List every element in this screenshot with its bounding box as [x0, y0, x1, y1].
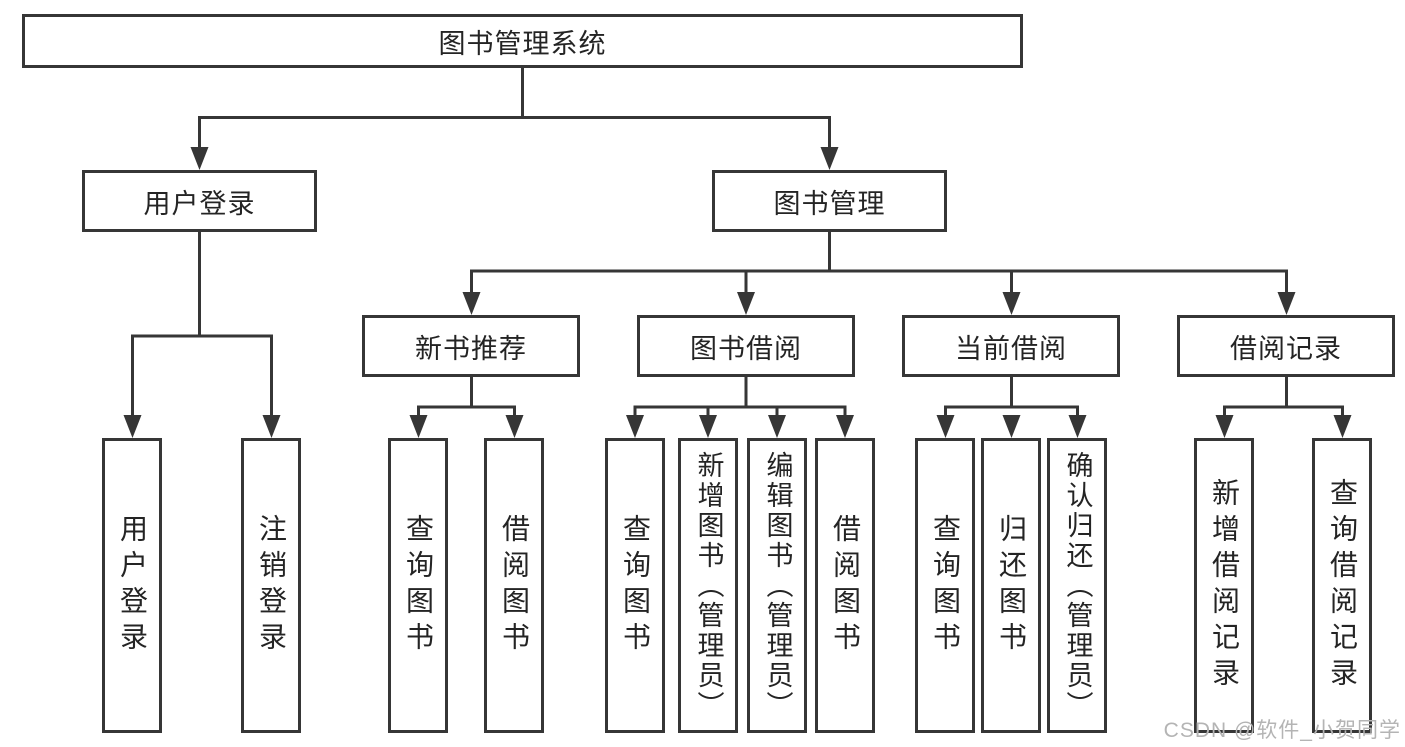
leaf-label: 注销登录	[256, 513, 287, 658]
leaf-label: 编辑图书（管理员）	[762, 450, 793, 721]
node-current-borrowing: 当前借阅	[902, 315, 1120, 377]
leaf-query-borrow-record: 查询借阅记录	[1312, 438, 1372, 733]
leaf-query-books-2: 查询图书	[605, 438, 665, 733]
leaf-label: 确认归还（管理员）	[1062, 450, 1093, 721]
leaf-borrow-books-2: 借阅图书	[815, 438, 875, 733]
leaf-logout: 注销登录	[241, 438, 301, 733]
leaf-label: 借阅图书	[830, 513, 861, 658]
leaf-user-login: 用户登录	[102, 438, 162, 733]
leaf-label: 查询图书	[403, 513, 434, 658]
node-new-book-recommendation: 新书推荐	[362, 315, 580, 377]
leaf-edit-books-admin: 编辑图书（管理员）	[747, 438, 807, 733]
csdn-watermark: CSDN @软件_小贺同学	[1163, 719, 1401, 742]
leaf-label: 新增图书（管理员）	[693, 450, 724, 721]
leaf-label: 查询图书	[930, 513, 961, 658]
node-user-login-group: 用户登录	[82, 170, 317, 232]
node-borrowing-records: 借阅记录	[1177, 315, 1395, 377]
leaf-confirm-return-admin: 确认归还（管理员）	[1047, 438, 1107, 733]
leaf-return-books: 归还图书	[981, 438, 1041, 733]
leaf-label: 新增借阅记录	[1209, 477, 1240, 694]
node-book-borrowing: 图书借阅	[637, 315, 855, 377]
node-root-library-system: 图书管理系统	[22, 14, 1023, 68]
leaf-add-books-admin: 新增图书（管理员）	[678, 438, 738, 733]
leaf-label: 查询借阅记录	[1327, 477, 1358, 694]
leaf-label: 用户登录	[117, 513, 148, 658]
leaf-query-books-3: 查询图书	[915, 438, 975, 733]
leaf-label: 借阅图书	[499, 513, 530, 658]
leaf-label: 归还图书	[996, 513, 1027, 658]
leaf-query-books-1: 查询图书	[388, 438, 448, 733]
node-book-management-group: 图书管理	[712, 170, 947, 232]
leaf-label: 查询图书	[620, 513, 651, 658]
leaf-add-borrow-record: 新增借阅记录	[1194, 438, 1254, 733]
leaf-borrow-books-1: 借阅图书	[484, 438, 544, 733]
